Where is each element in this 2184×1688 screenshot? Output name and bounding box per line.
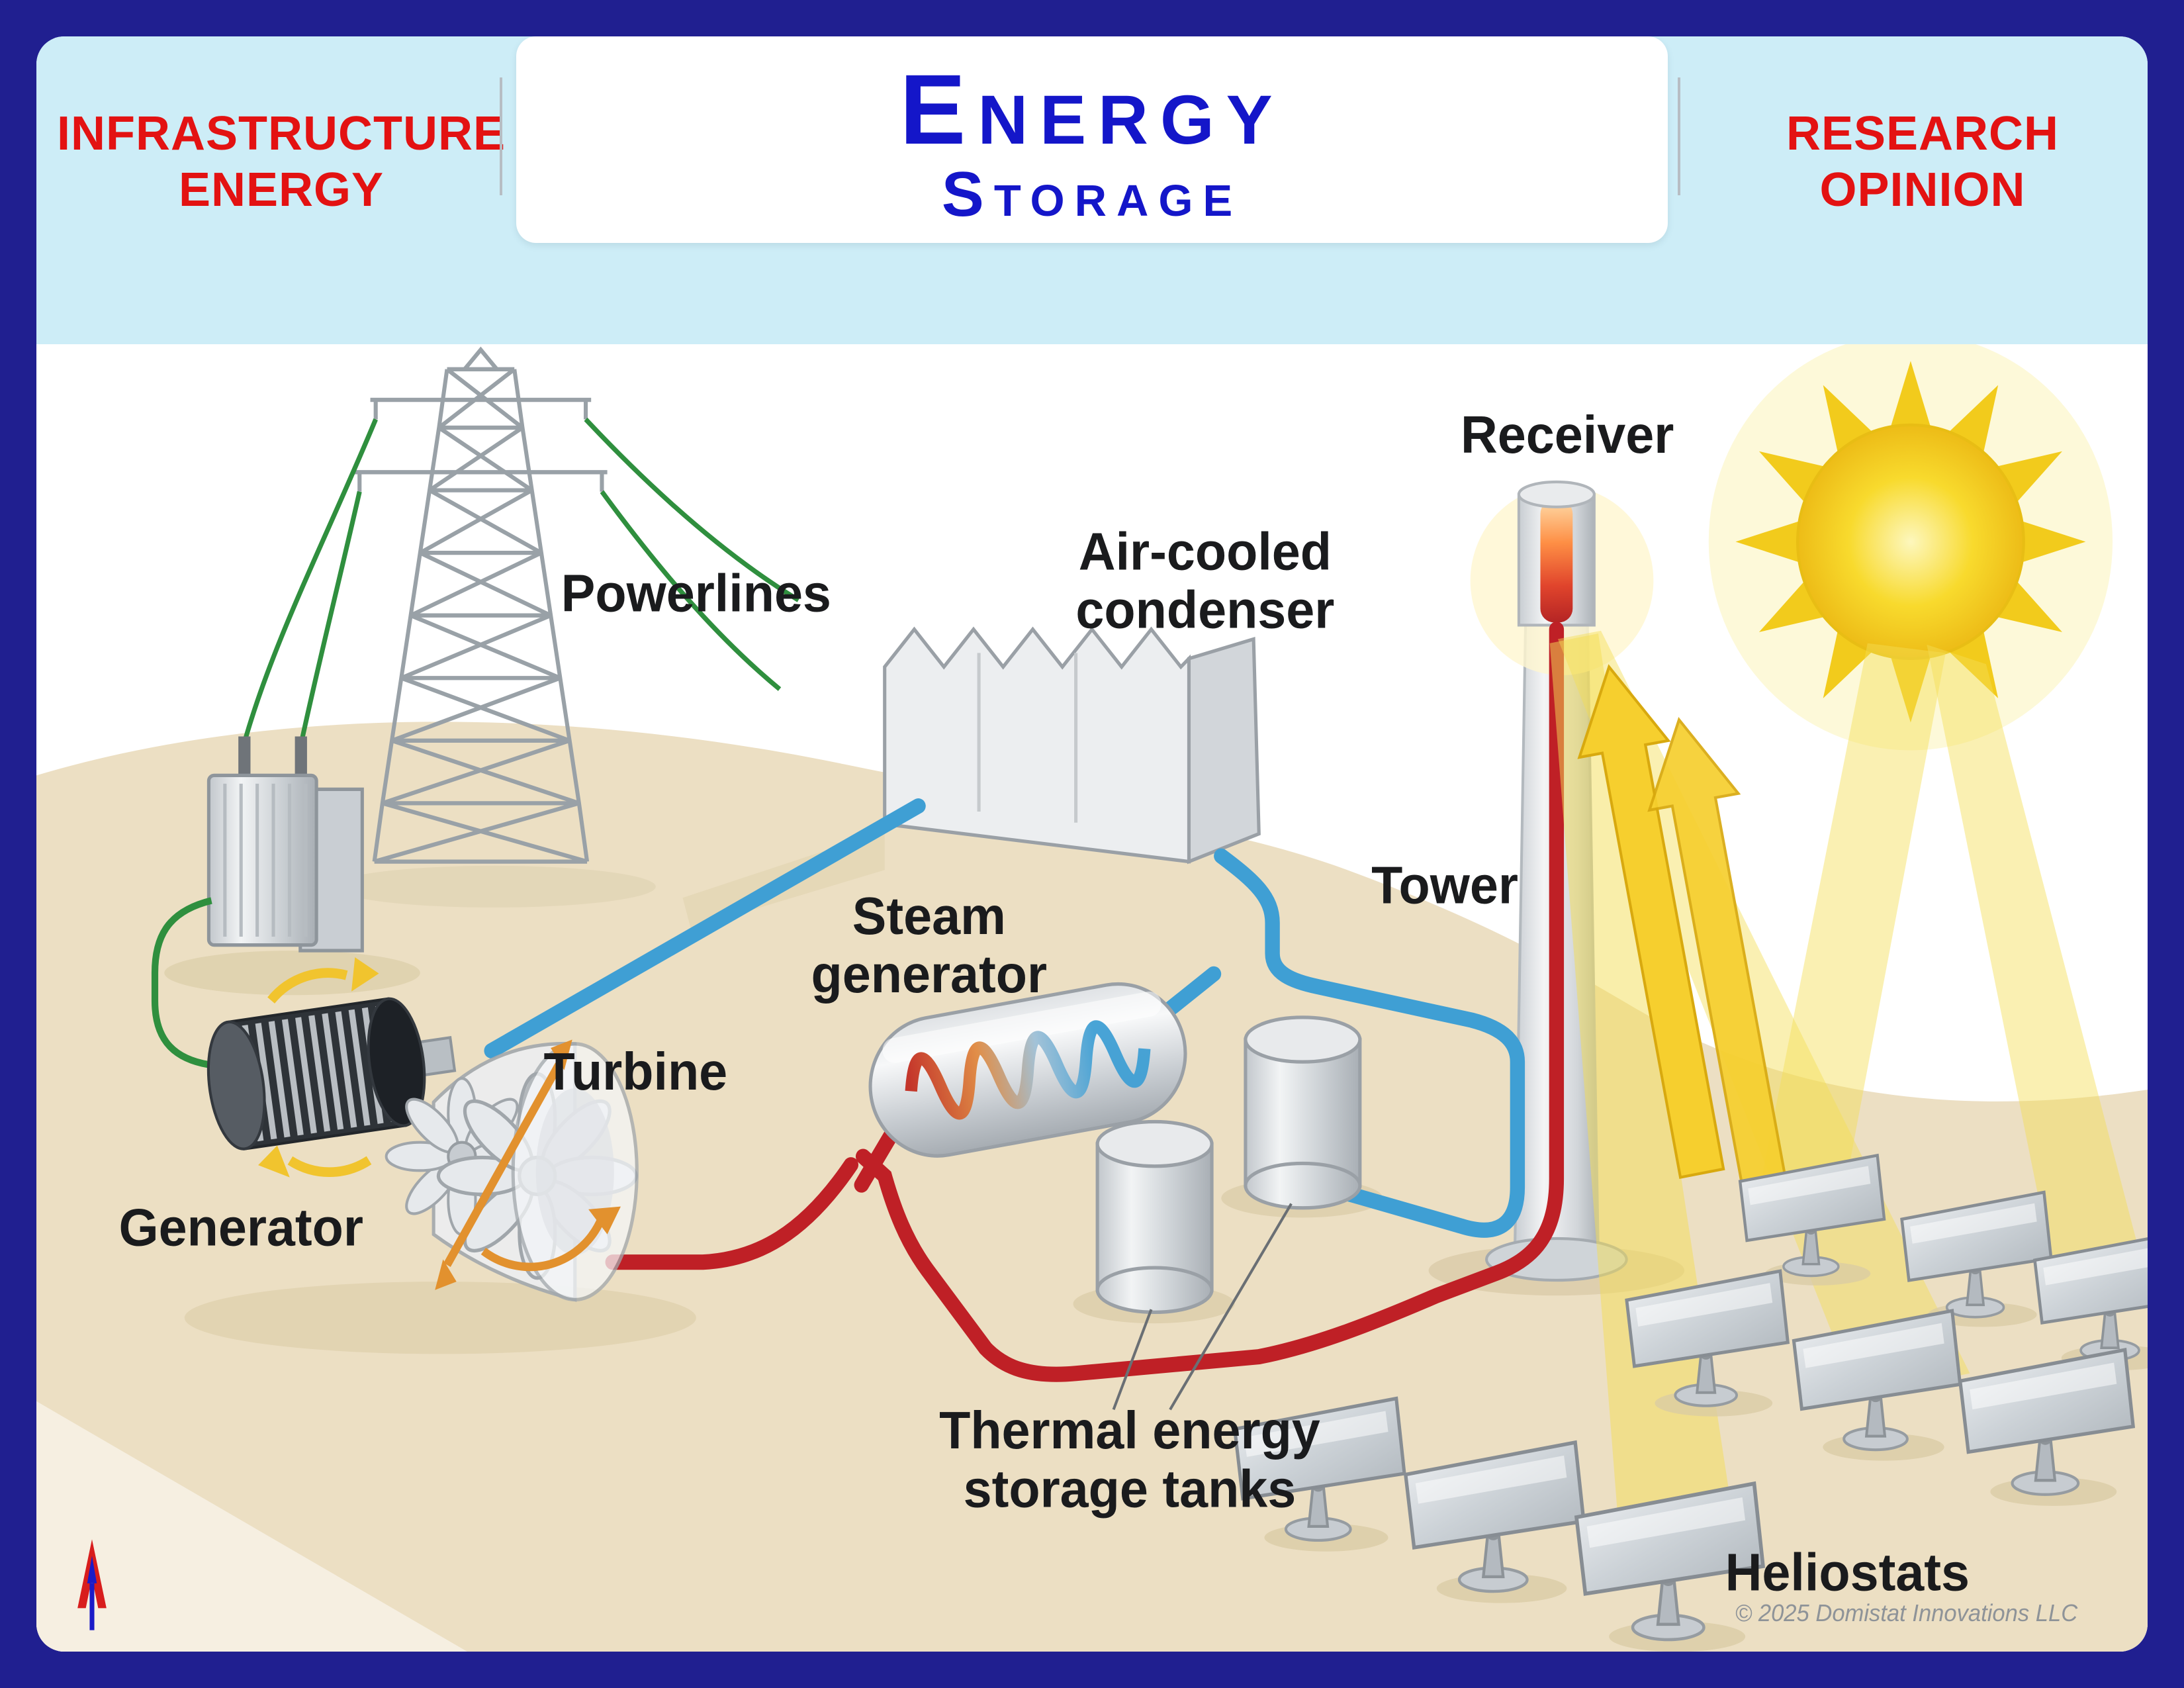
label-generator: Generator xyxy=(119,1197,363,1256)
page-title: Energy xyxy=(899,54,1285,165)
nav-left-line1[interactable]: INFRASTRUCTURE xyxy=(57,107,506,160)
site-logo[interactable] xyxy=(75,1535,109,1634)
power-wires xyxy=(241,417,800,749)
label-heliostats: Heliostats xyxy=(1725,1542,1970,1601)
nav-right-line1[interactable]: RESEARCH xyxy=(1786,107,2060,160)
label-tanks-2: storage tanks xyxy=(964,1459,1297,1518)
transmission-tower xyxy=(354,346,608,864)
label-tanks-1: Thermal energy xyxy=(939,1401,1320,1460)
label-steam-2: generator xyxy=(811,945,1048,1004)
storage-tank-left xyxy=(1095,1119,1214,1314)
nav-left[interactable]: INFRASTRUCTURE ENERGY xyxy=(36,106,526,218)
page-subtitle: Storage xyxy=(941,159,1243,230)
app-window: INFRASTRUCTURE ENERGY Energy Storage RES… xyxy=(36,36,2148,1652)
generator xyxy=(206,957,457,1178)
turbine xyxy=(387,1039,639,1302)
logo-arrow-icon xyxy=(77,1539,107,1630)
wire-to-generator xyxy=(151,897,212,1068)
label-condenser-1: Air-cooled xyxy=(1079,522,1332,581)
copyright-text: © 2025 Domistat Innovations LLC xyxy=(1735,1600,2078,1626)
solar-plant-diagram: Powerlines Air-cooled condenser Receiver… xyxy=(36,344,2148,1652)
nav-right[interactable]: RESEARCH OPINION xyxy=(1698,106,2148,218)
nav-right-line2[interactable]: OPINION xyxy=(1819,163,2026,216)
label-steam-1: Steam xyxy=(852,886,1006,945)
divider-left xyxy=(500,77,502,195)
label-condenser-2: condenser xyxy=(1075,580,1334,639)
steam-generator xyxy=(854,966,1222,1193)
label-tower: Tower xyxy=(1371,855,1518,914)
hot-pipe-receiver-steamgen xyxy=(855,622,1565,1382)
tank-pointer-lines xyxy=(1112,1203,1293,1411)
label-powerlines: Powerlines xyxy=(561,563,831,622)
sun-icon xyxy=(1708,344,2113,751)
diagram: Powerlines Air-cooled condenser Receiver… xyxy=(36,344,2148,1652)
transformer xyxy=(206,736,364,953)
header: INFRASTRUCTURE ENERGY Energy Storage RES… xyxy=(36,36,2148,344)
storage-tank-right xyxy=(1244,1015,1362,1210)
label-turbine: Turbine xyxy=(543,1042,727,1101)
cold-pipe-turbine-condenser xyxy=(484,798,926,1058)
title-tab: Energy Storage xyxy=(516,36,1668,243)
nav-left-line2[interactable]: ENERGY xyxy=(178,163,385,216)
receiver xyxy=(1517,480,1596,627)
divider-right xyxy=(1678,77,1680,195)
label-receiver: Receiver xyxy=(1461,405,1674,464)
air-cooled-condenser xyxy=(883,626,1261,865)
cold-pipe-condenser-tower xyxy=(1214,848,1525,1238)
hot-pipe-steamgen-turbine xyxy=(605,1157,859,1270)
